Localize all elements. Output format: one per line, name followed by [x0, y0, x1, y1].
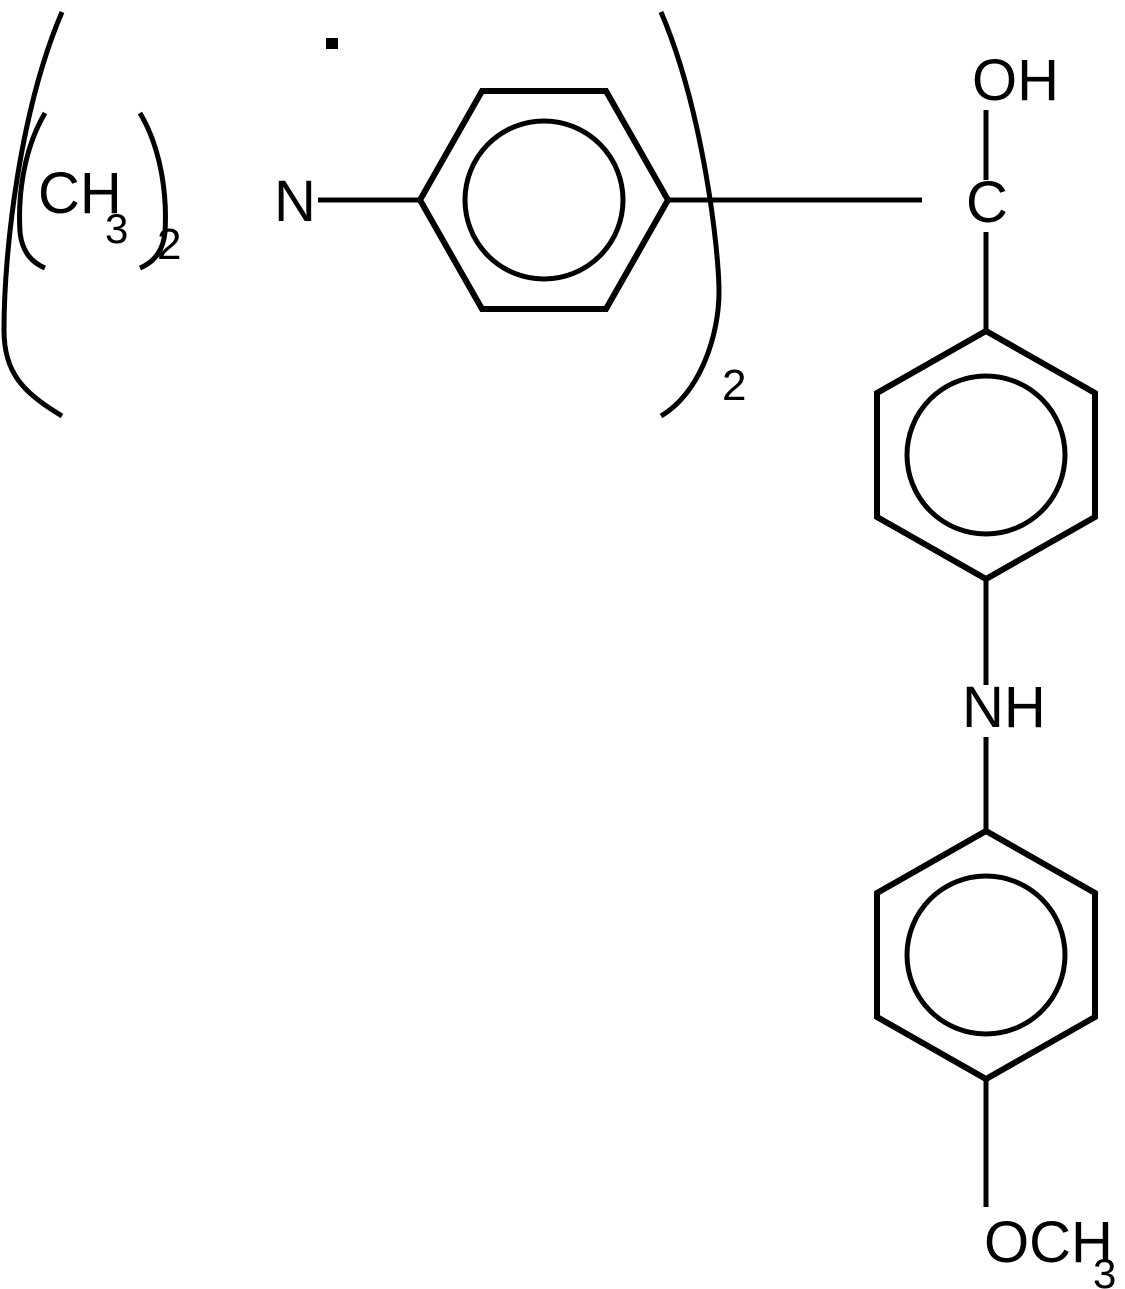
benzene-ring-2	[874, 327, 1098, 583]
benzene-ring-1	[416, 88, 672, 312]
aromatic-circle-ring-2	[904, 373, 1068, 537]
methyl-subscript: 3	[105, 205, 128, 252]
methoxy-subscript: 3	[1093, 1250, 1116, 1289]
amine-nh-label: NH	[962, 675, 1046, 740]
nitrogen-label: N	[274, 169, 316, 234]
aromatic-circle-ring-1	[462, 118, 626, 282]
outer-open-paren	[1, 11, 65, 419]
aromatic-circle-ring-3	[904, 873, 1068, 1037]
central-carbon-label: C	[966, 170, 1008, 235]
methoxy-label: OCH	[984, 1210, 1113, 1275]
methyl-repeat-subscript: 2	[157, 220, 181, 269]
inner-close-paren	[137, 111, 168, 271]
hydroxyl-label: OH	[972, 48, 1059, 113]
benzene-ring-3	[874, 827, 1098, 1083]
stray-dot-artifact	[326, 38, 338, 49]
methyl-label: CH	[38, 161, 122, 226]
outer-close-paren	[658, 11, 722, 419]
aryl-repeat-subscript: 2	[722, 361, 746, 410]
inner-open-paren	[17, 111, 48, 271]
